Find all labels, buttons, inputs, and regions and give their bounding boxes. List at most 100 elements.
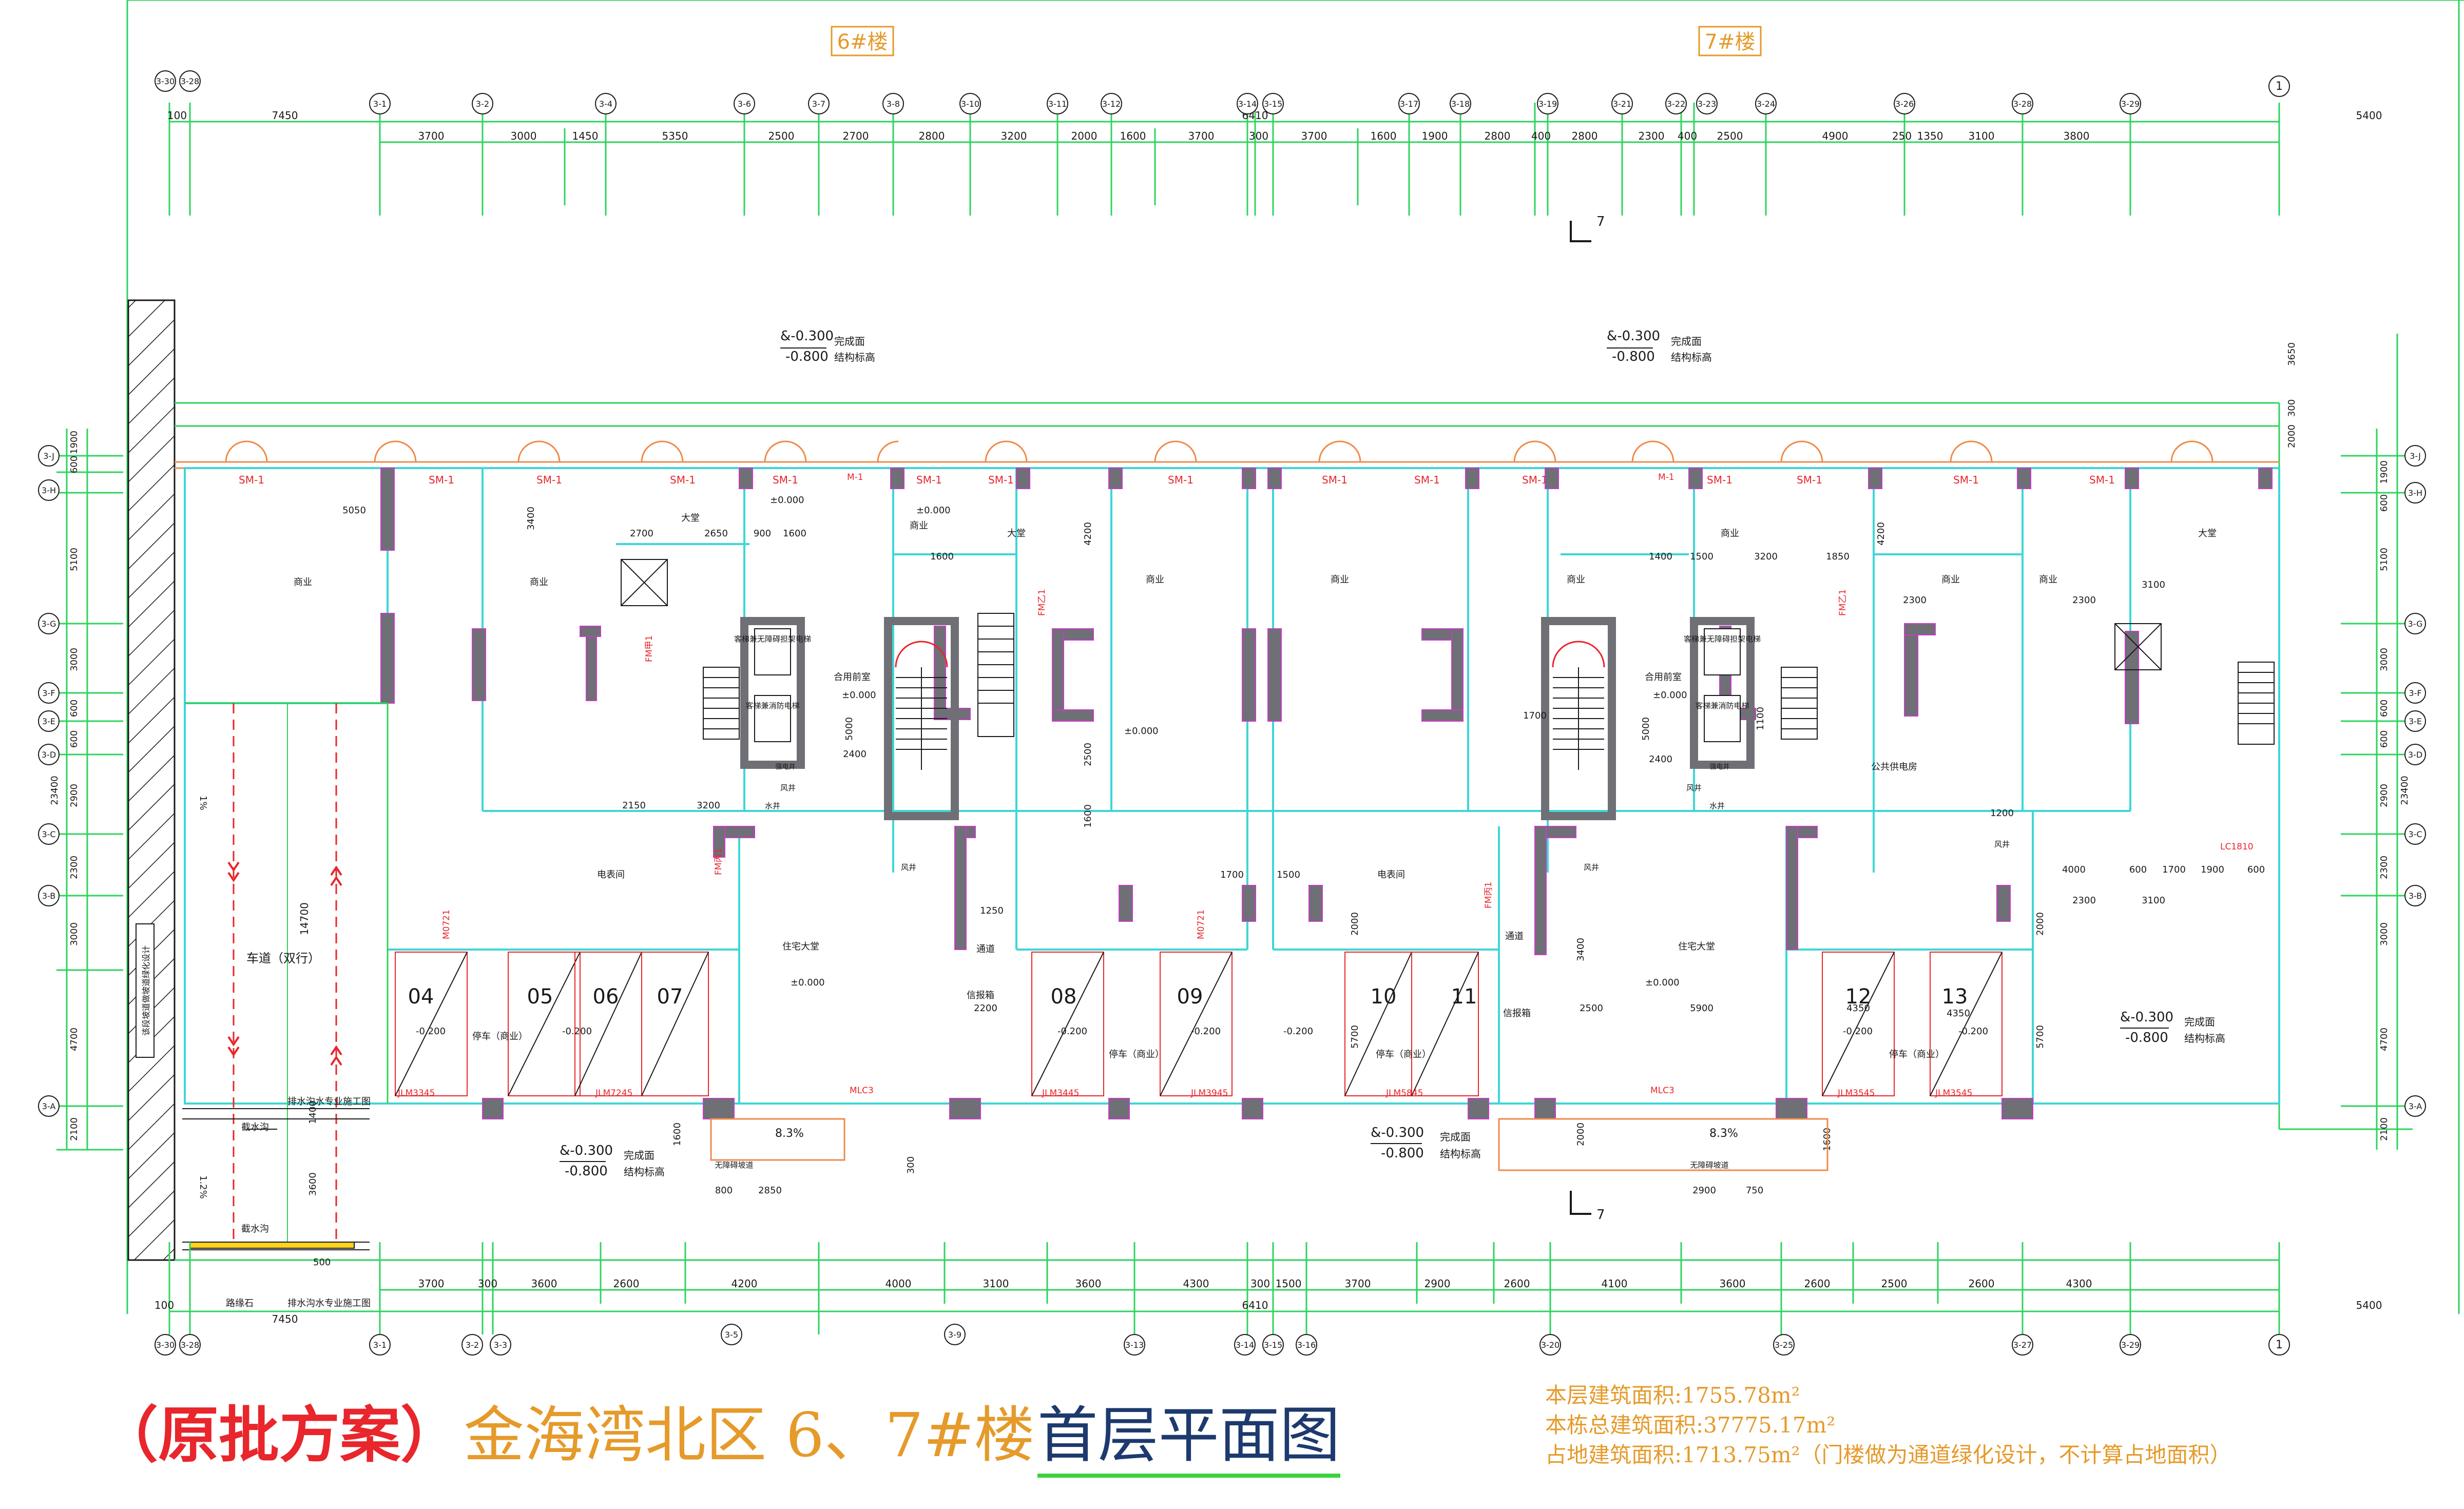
svg-text:-0.200: -0.200	[416, 1026, 446, 1037]
svg-text:合用前室: 合用前室	[834, 672, 871, 683]
svg-text:3-A: 3-A	[42, 1101, 56, 1111]
svg-text:14700: 14700	[298, 902, 311, 935]
svg-text:3-28: 3-28	[181, 1340, 199, 1350]
svg-text:600: 600	[2129, 864, 2147, 875]
svg-text:2000: 2000	[1575, 1123, 1586, 1146]
title-prefix: （原批方案）	[98, 1400, 461, 1471]
svg-text:5400: 5400	[2356, 109, 2382, 122]
svg-text:1600: 1600	[930, 551, 954, 562]
svg-text:±0.000: ±0.000	[842, 690, 876, 701]
svg-text:3-9: 3-9	[948, 1330, 961, 1340]
left-dimension-chain	[56, 429, 123, 1151]
svg-text:风井: 风井	[1584, 863, 1599, 872]
left-axis-bubbles: 3-J 3-H 3-G 3-F 3-E 3-D 3-C 3-B 3-A	[38, 445, 60, 1117]
svg-text:4350: 4350	[1947, 1008, 1970, 1019]
svg-text:&-0.300: &-0.300	[780, 328, 834, 344]
svg-text:2300: 2300	[1639, 130, 1665, 142]
svg-text:3-H: 3-H	[42, 486, 56, 495]
svg-text:2900: 2900	[1692, 1185, 1716, 1196]
top-dimension-texts: 100 7450 6410 5400 3700 3000 1450 5350 2…	[167, 109, 2382, 142]
svg-text:400: 400	[1678, 130, 1697, 142]
svg-text:06: 06	[593, 985, 619, 1009]
bottom-dimension-texts: 3700 300 3600 2600 4200 4000 3100 3600 4…	[155, 1278, 2382, 1325]
svg-text:JLM3545: JLM3545	[1837, 1088, 1875, 1098]
svg-text:通道: 通道	[1505, 931, 1524, 942]
svg-text:800: 800	[715, 1185, 733, 1196]
svg-text:SM-1: SM-1	[773, 474, 798, 486]
svg-text:±0.000: ±0.000	[1645, 977, 1680, 988]
svg-text:7: 7	[1596, 1207, 1605, 1223]
svg-text:8.3%: 8.3%	[1709, 1127, 1738, 1140]
svg-text:3800: 3800	[2064, 130, 2090, 142]
svg-text:商业: 商业	[1941, 574, 1960, 585]
svg-text:FM甲1: FM甲1	[644, 635, 654, 662]
svg-text:09: 09	[1177, 985, 1203, 1009]
svg-text:电表间: 电表间	[1377, 869, 1405, 880]
svg-text:排水沟水专业施工图: 排水沟水专业施工图	[287, 1298, 371, 1309]
svg-text:3700: 3700	[1188, 130, 1215, 142]
svg-text:3700: 3700	[1301, 130, 1327, 142]
elevation-callout: &-0.300 -0.800 完成面 结构标高	[780, 328, 875, 364]
elevation-callout: &-0.300 -0.800 完成面 结构标高	[1607, 328, 1712, 364]
svg-text:2500: 2500	[1083, 743, 1093, 766]
svg-text:4300: 4300	[2066, 1278, 2092, 1290]
svg-text:13: 13	[1942, 985, 1968, 1009]
svg-text:23400: 23400	[49, 776, 60, 805]
svg-text:-0.800: -0.800	[565, 1164, 608, 1179]
svg-text:1600: 1600	[672, 1123, 683, 1146]
svg-text:2600: 2600	[1804, 1278, 1831, 1290]
parking-levels: -0.200 -0.200 -0.200 -0.200 -0.200 -0.20…	[416, 1026, 1988, 1060]
svg-text:2000: 2000	[2035, 912, 2046, 936]
svg-text:1250: 1250	[980, 905, 1004, 916]
svg-text:3-F: 3-F	[2409, 688, 2421, 698]
svg-text:2800: 2800	[1572, 130, 1598, 142]
svg-text:3-13: 3-13	[1125, 1340, 1144, 1350]
svg-text:3-2: 3-2	[466, 1340, 479, 1350]
svg-text:3650: 3650	[2286, 342, 2297, 366]
svg-text:停车（商业）: 停车（商业）	[1376, 1049, 1431, 1060]
top-dimension-chains	[168, 103, 2280, 216]
svg-text:1200: 1200	[1990, 808, 2014, 819]
svg-text:100: 100	[167, 109, 187, 122]
core-7	[1541, 617, 1755, 820]
svg-text:3-H: 3-H	[2408, 488, 2422, 498]
section-mark-top: 7	[1570, 214, 1605, 242]
svg-text:3-3: 3-3	[494, 1340, 507, 1350]
building-6-tag: 6#楼	[837, 30, 888, 54]
svg-text:3400: 3400	[1575, 938, 1586, 961]
svg-text:LC1810: LC1810	[2220, 842, 2254, 852]
svg-text:结构标高: 结构标高	[1440, 1148, 1481, 1160]
svg-text:停车（商业）: 停车（商业）	[1109, 1049, 1164, 1060]
svg-text:JLM3345: JLM3345	[397, 1088, 435, 1098]
svg-text:2700: 2700	[630, 528, 653, 539]
svg-text:完成面: 完成面	[2184, 1016, 2215, 1028]
svg-text:3-14: 3-14	[1236, 1340, 1254, 1350]
svg-text:1900: 1900	[1422, 130, 1448, 142]
svg-text:路缘石: 路缘石	[226, 1298, 254, 1309]
svg-text:JLM5845: JLM5845	[1385, 1088, 1423, 1098]
area-note-total: 本栋总建筑面积:37775.17m²	[1545, 1413, 1836, 1438]
svg-text:300: 300	[478, 1278, 497, 1290]
svg-text:4200: 4200	[1876, 522, 1886, 546]
svg-text:2900: 2900	[1424, 1278, 1451, 1290]
svg-text:3-14: 3-14	[1238, 99, 1257, 109]
columns	[380, 468, 2273, 1119]
svg-text:SM-1: SM-1	[1322, 474, 1348, 486]
svg-text:4100: 4100	[1602, 1278, 1628, 1290]
svg-text:600: 600	[69, 700, 80, 717]
elevation-callout: &-0.300 -0.800 完成面 结构标高	[1371, 1125, 1481, 1161]
svg-text:3-15: 3-15	[1264, 99, 1282, 109]
svg-text:-0.800: -0.800	[1381, 1146, 1424, 1161]
svg-text:2650: 2650	[704, 528, 728, 539]
svg-text:3-16: 3-16	[1297, 1340, 1316, 1350]
svg-text:3000: 3000	[511, 130, 537, 142]
svg-text:3-30: 3-30	[156, 1340, 175, 1350]
svg-text:750: 750	[1746, 1185, 1763, 1196]
elevation-callout: &-0.300 -0.800 完成面 结构标高	[2120, 1010, 2225, 1046]
svg-text:300: 300	[1250, 1278, 1270, 1290]
svg-text:信报箱: 信报箱	[1503, 1008, 1531, 1019]
svg-text:600: 600	[2379, 700, 2390, 717]
svg-text:结构标高: 结构标高	[2184, 1032, 2225, 1044]
svg-text:FM丙1: FM丙1	[1484, 882, 1494, 908]
svg-text:3-B: 3-B	[42, 891, 55, 901]
